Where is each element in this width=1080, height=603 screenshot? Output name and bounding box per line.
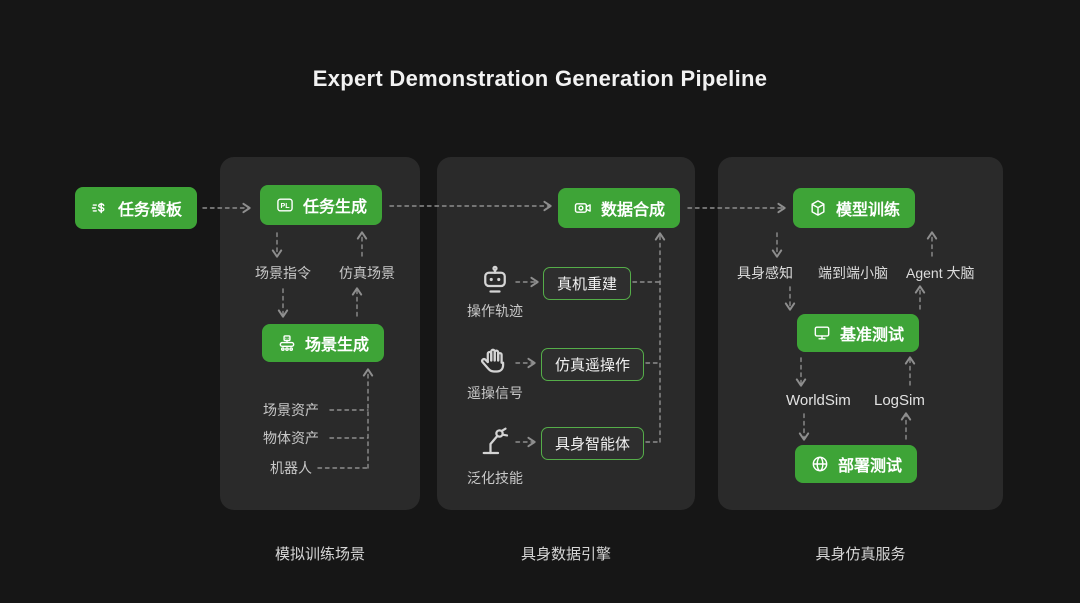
deployment-testing-badge: 部署测试	[795, 445, 918, 483]
benchmark-testing-label: 基准测试	[840, 327, 905, 344]
pl-file-icon: PL	[277, 198, 293, 212]
sim-scene-label: 仿真场景	[339, 265, 395, 281]
scene-generation-label: 场景生成	[305, 337, 370, 354]
task-template-badge: 任务模板	[75, 187, 198, 229]
benchmark-testing-badge: 基准测试	[797, 314, 920, 352]
logsim-label: LogSim	[874, 392, 925, 409]
model-training-badge: 模型训练	[793, 188, 916, 228]
conveyor-robot-icon	[279, 335, 295, 351]
teleoperation-signal-label: 遥操信号	[467, 385, 523, 401]
embodied-agent-box: 具身智能体	[541, 427, 645, 460]
end-to-end-cerebellum-label: 端到端小脑	[818, 265, 888, 281]
embodied-perception-label: 具身感知	[737, 265, 793, 281]
task-generation-badge: PL 任务生成	[260, 185, 383, 225]
money-icon	[91, 202, 105, 214]
data-synthesis-badge: 数据合成	[558, 188, 681, 228]
panel1-caption: 模拟训练场景	[274, 546, 365, 563]
monitor-icon	[814, 326, 830, 340]
asset-label-object: 物体资产	[263, 430, 319, 446]
globe-icon	[812, 456, 828, 472]
asset-label-scene: 场景资产	[263, 402, 319, 418]
real-machine-reconstruction-box: 真机重建	[543, 267, 632, 300]
task-generation-label: 任务生成	[303, 199, 368, 216]
robot-arm-icon	[482, 427, 509, 455]
robot-icon	[484, 265, 506, 293]
diagram-title: Expert Demonstration Generation Pipeline	[312, 66, 768, 91]
task-template-label: 任务模板	[118, 202, 183, 219]
model-training-label: 模型训练	[836, 202, 901, 219]
sim-teleoperation-box: 仿真遥操作	[541, 348, 645, 381]
generalized-skill-label: 泛化技能	[467, 470, 523, 486]
cube-icon	[811, 200, 825, 216]
agent-brain-label: Agent 大脑	[906, 265, 975, 281]
panel3-caption: 具身仿真服务	[815, 546, 906, 563]
deployment-testing-label: 部署测试	[838, 458, 903, 475]
worldsim-label: WorldSim	[786, 392, 851, 409]
pl-icon-text: PL	[280, 202, 290, 210]
glove-icon	[481, 348, 505, 373]
video-camera-icon	[574, 203, 591, 213]
scene-command-label: 场景指令	[255, 265, 311, 281]
data-synthesis-label: 数据合成	[601, 202, 666, 219]
scene-generation-badge: 场景生成	[262, 324, 385, 362]
asset-label-robot: 机器人	[270, 460, 312, 476]
panel2-caption: 具身数据引擎	[520, 546, 611, 563]
operation-trajectory-label: 操作轨迹	[467, 303, 523, 319]
